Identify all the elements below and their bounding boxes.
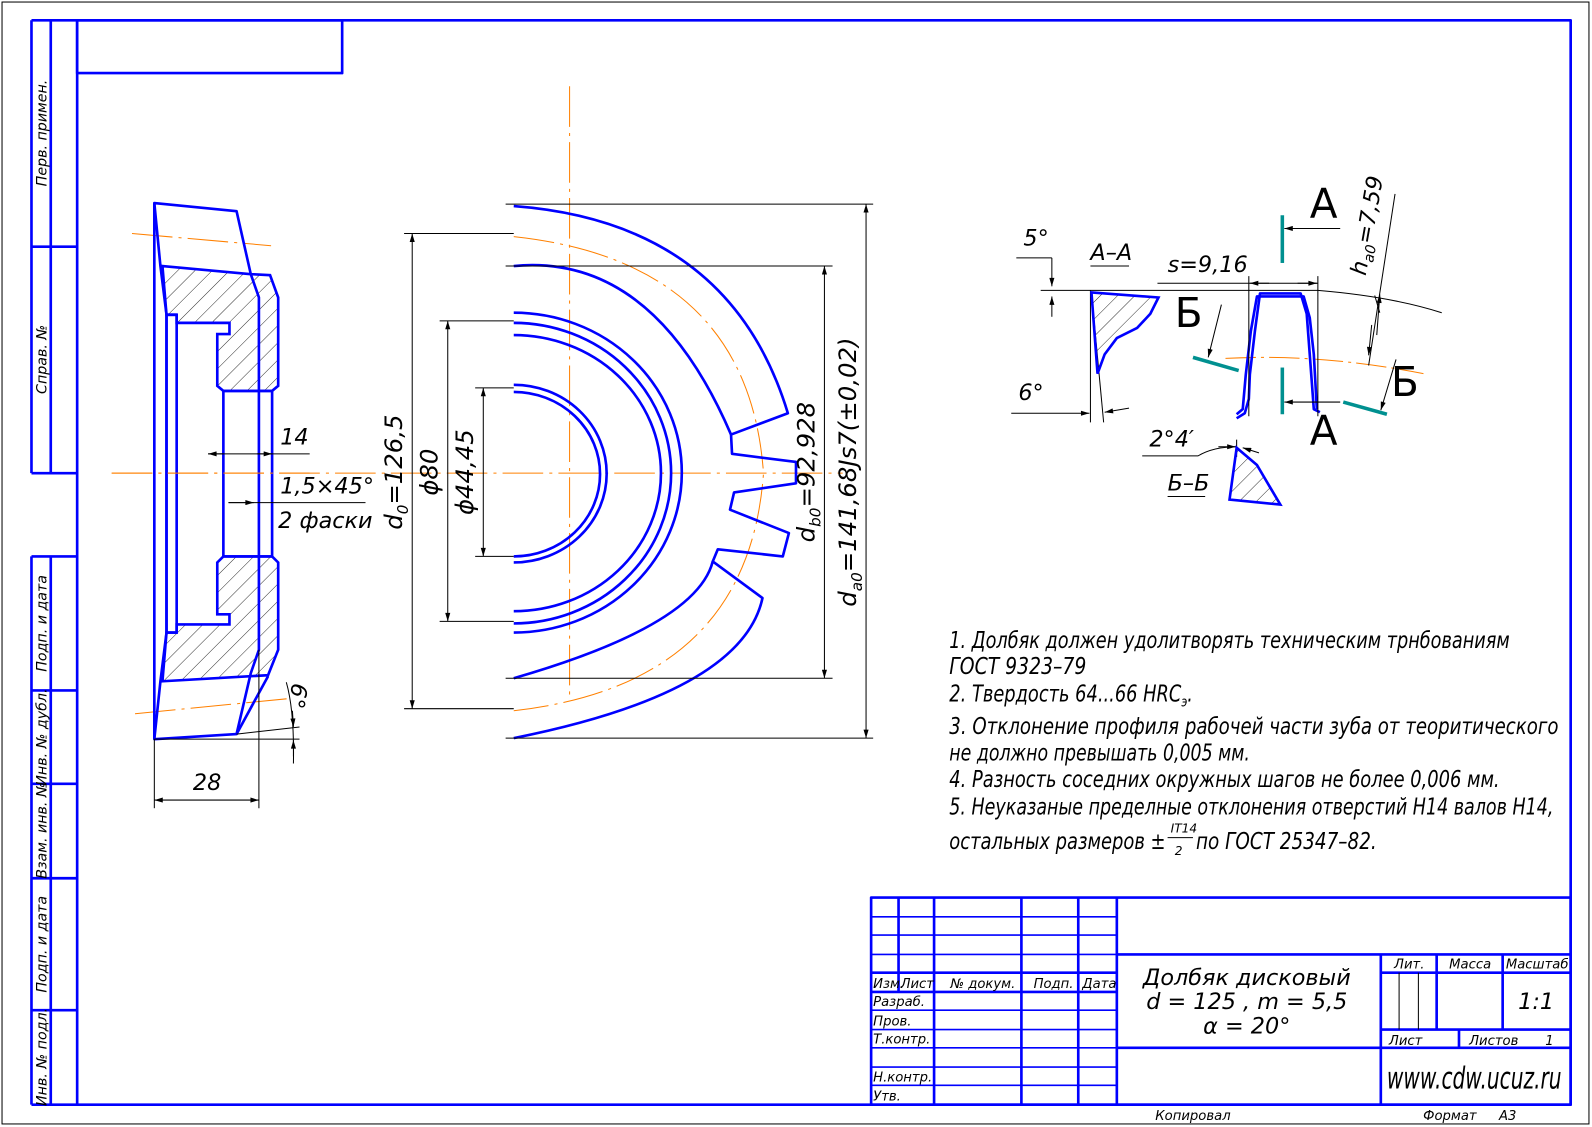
tb-role-tkontr: Т.контр. xyxy=(873,1033,930,1048)
stamp-podp-data-2: Подп. и дата xyxy=(35,896,51,993)
angle-2-4: 2°4′ xyxy=(1149,427,1194,453)
tb-header-podp: Подп. xyxy=(1034,977,1074,992)
dim-length-28: 28 xyxy=(193,770,221,796)
note-1-gost: ГОСТ 9323–79 xyxy=(949,652,1086,680)
tb-sheets-count: 1 xyxy=(1545,1034,1553,1049)
dim-chamfer-note: 2 фаски xyxy=(278,508,372,534)
side-view: 14 1,5×45° 2 фаски 28 6° xyxy=(111,201,374,809)
tb-format: А3 xyxy=(1498,1109,1516,1124)
stamp-sprav-no: Справ. № xyxy=(35,325,51,394)
tb-header-list: Лист xyxy=(900,977,935,992)
angle-5: 5° xyxy=(1023,226,1048,252)
section-aa-profile xyxy=(1090,290,1161,375)
cut-line-b-left xyxy=(1192,355,1240,373)
tb-header-doc: № докум. xyxy=(949,977,1015,992)
stamp-inv-dubl: Инв. № дубл. xyxy=(35,689,51,786)
margin-stamps: Перв. примен. Справ. № Подп. и дата Инв.… xyxy=(35,80,51,1106)
front-view: d0=126,5 ϕ80 ϕ44,45 db0=92,928 da0=141,6… xyxy=(111,86,874,740)
hatched-section-top xyxy=(161,264,280,393)
cut-label-a-top: А xyxy=(1310,179,1338,227)
cut-label-a-bottom: А xyxy=(1310,407,1338,455)
note-fraction-num: IT14 xyxy=(1171,822,1198,836)
technical-notes: 1. Долбяк должен удолитворять технически… xyxy=(949,626,1558,858)
stamp-vzam-inv: Взам. инв. № xyxy=(35,782,51,878)
tooth-profile xyxy=(1235,292,1321,420)
note-2: 2. Твердость 64...66 HRCэ. xyxy=(949,680,1193,711)
top-left-stamp-box xyxy=(75,18,344,75)
tb-scale: 1:1 xyxy=(1518,989,1554,1015)
cut-label-b-left: Б xyxy=(1175,289,1203,337)
tb-sheet: Лист xyxy=(1388,1034,1423,1049)
dim-da0: da0=141,68Js7(±0,02) xyxy=(833,338,866,607)
note-3-cont: не должно превышать 0,005 мм. xyxy=(949,738,1250,766)
dim-bore-44: ϕ44,45 xyxy=(450,429,479,515)
tb-title-line-3: α = 20° xyxy=(1203,1014,1290,1040)
note-5-gost: по ГОСТ 25347–82. xyxy=(1196,827,1377,855)
stamp-perv-primen: Перв. примен. xyxy=(35,80,51,187)
tb-role-razrab: Разраб. xyxy=(873,994,925,1010)
tb-site: www.cdw.ucuz.ru xyxy=(1387,1061,1562,1096)
dim-angle-6-side: 6° xyxy=(282,681,312,711)
hatched-section-bottom xyxy=(161,555,280,683)
angle-6: 6° xyxy=(1018,380,1043,406)
tb-scale-label: Масштаб xyxy=(1506,957,1569,973)
section-bb-label: Б–Б xyxy=(1168,470,1210,496)
gear-teeth-outline xyxy=(513,204,798,740)
tb-role-nkontr: Н.контр. xyxy=(873,1070,932,1085)
bore-outline xyxy=(513,383,608,564)
tb-mass: Масса xyxy=(1449,958,1491,973)
tb-role-prov: Пров. xyxy=(873,1014,911,1029)
title-block: Изм. Лист № докум. Подп. Дата Разраб. Пр… xyxy=(869,896,1572,1124)
dim-db0: db0=92,928 xyxy=(791,402,824,542)
cut-label-b-right: Б xyxy=(1391,358,1419,406)
tb-role-utv: Утв. xyxy=(873,1090,901,1105)
note-fraction-den: 2 xyxy=(1175,844,1183,858)
stamp-podp-data-1: Подп. и дата xyxy=(35,575,51,672)
note-5-cont: остальных размеров ± xyxy=(949,827,1165,855)
tb-header-izm: Изм. xyxy=(873,977,904,992)
tooth-sections: 5° А–А 6° s=9,16 А А Б Б xyxy=(1011,174,1442,507)
tb-lit: Лит. xyxy=(1393,958,1424,973)
tb-title-line-2: d = 125 , m = 5,5 xyxy=(1146,989,1347,1015)
note-5: 5. Неуказаные пределные отклонения отвер… xyxy=(949,792,1553,820)
dim-bore-80: ϕ80 xyxy=(415,449,444,496)
dim-d0: d0=126,5 xyxy=(379,414,412,529)
tb-sheets: Листов xyxy=(1468,1034,1518,1049)
section-aa-label: А–А xyxy=(1088,240,1132,266)
dim-width-14: 14 xyxy=(280,425,308,451)
cut-line-b-right xyxy=(1342,400,1388,416)
note-1: 1. Долбяк должен удолитворять технически… xyxy=(949,626,1509,654)
note-4: 4. Разность соседних окружных шагов не б… xyxy=(949,765,1499,793)
tb-copied: Копировал xyxy=(1155,1109,1231,1124)
tb-header-date: Дата xyxy=(1081,977,1116,992)
tooth-thickness: s=9,16 xyxy=(1168,252,1248,278)
stamp-inv-podl: Инв. № подл. xyxy=(35,1008,51,1106)
note-3: 3. Отклонение профиля рабочей части зуба… xyxy=(949,712,1558,740)
dim-chamfer: 1,5×45° xyxy=(280,473,374,499)
tb-title-line-1: Долбяк дисковый xyxy=(1142,965,1351,991)
tb-format-label: Формат xyxy=(1423,1109,1477,1124)
section-bb-profile xyxy=(1228,445,1283,507)
